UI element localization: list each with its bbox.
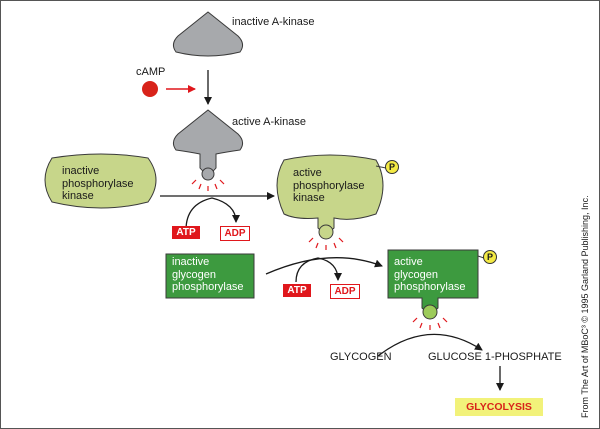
adp-tag-1: ADP (220, 226, 250, 241)
atp-adp-curve-1 (185, 197, 240, 231)
active-phosphorylase-kinase-label: active phosphorylase kinase (293, 167, 365, 204)
glucose-1-phosphate-label: GLUCOSE 1-PHOSPHATE (428, 351, 562, 363)
inactive-a-kinase-label: inactive A-kinase (232, 16, 315, 28)
atp-adp-curve-2 (295, 257, 342, 283)
inactive-phosphorylase-kinase-shape (44, 153, 157, 209)
phosphorylase-kinase-activity-burst (308, 237, 344, 250)
a-kinase-activity-burst (191, 179, 225, 191)
a-kinase-active-site (201, 167, 215, 181)
glycogen-phosphorylase-activity-burst (412, 317, 448, 330)
active-a-kinase-label: active A-kinase (232, 116, 306, 128)
adp-tag-2: ADP (330, 284, 360, 299)
phosphorylase-kinase-phosphate-group: P (385, 160, 399, 174)
glycogen-breakdown-arrow (377, 333, 483, 357)
inactive-glycogen-phosphorylase-shape (165, 253, 255, 299)
camp-molecule (142, 81, 158, 97)
inactive-phosphorylase-kinase-label: inactive phosphorylase kinase (62, 165, 134, 202)
phosphorylase-kinase-active-site (318, 224, 334, 240)
glycolysis-box: GLYCOLYSIS (455, 398, 543, 416)
active-phosphorylase-kinase-shape (276, 154, 384, 233)
atp-tag-1: ATP (172, 226, 200, 239)
camp-label: cAMP (136, 66, 166, 78)
glycogen-label: GLYCOGEN (330, 351, 392, 363)
phosphorylase-kinase-phosphate-link (375, 165, 387, 169)
atp-tag-2: ATP (283, 284, 311, 297)
glycogen-phosphorylase-active-site (422, 304, 438, 320)
active-glycogen-phosphorylase-label: active glycogen phosphorylase (394, 256, 466, 293)
glycogen-phosphorylase-activation-arrow (265, 257, 383, 275)
inactive-a-kinase-shape (172, 11, 244, 57)
glycogen-phosphorylase-phosphate-group: P (483, 250, 497, 264)
copyright-credit: From The Art of MBoC³ © 1995 Garland Pub… (580, 195, 590, 418)
inactive-glycogen-phosphorylase-label: inactive glycogen phosphorylase (172, 256, 244, 293)
